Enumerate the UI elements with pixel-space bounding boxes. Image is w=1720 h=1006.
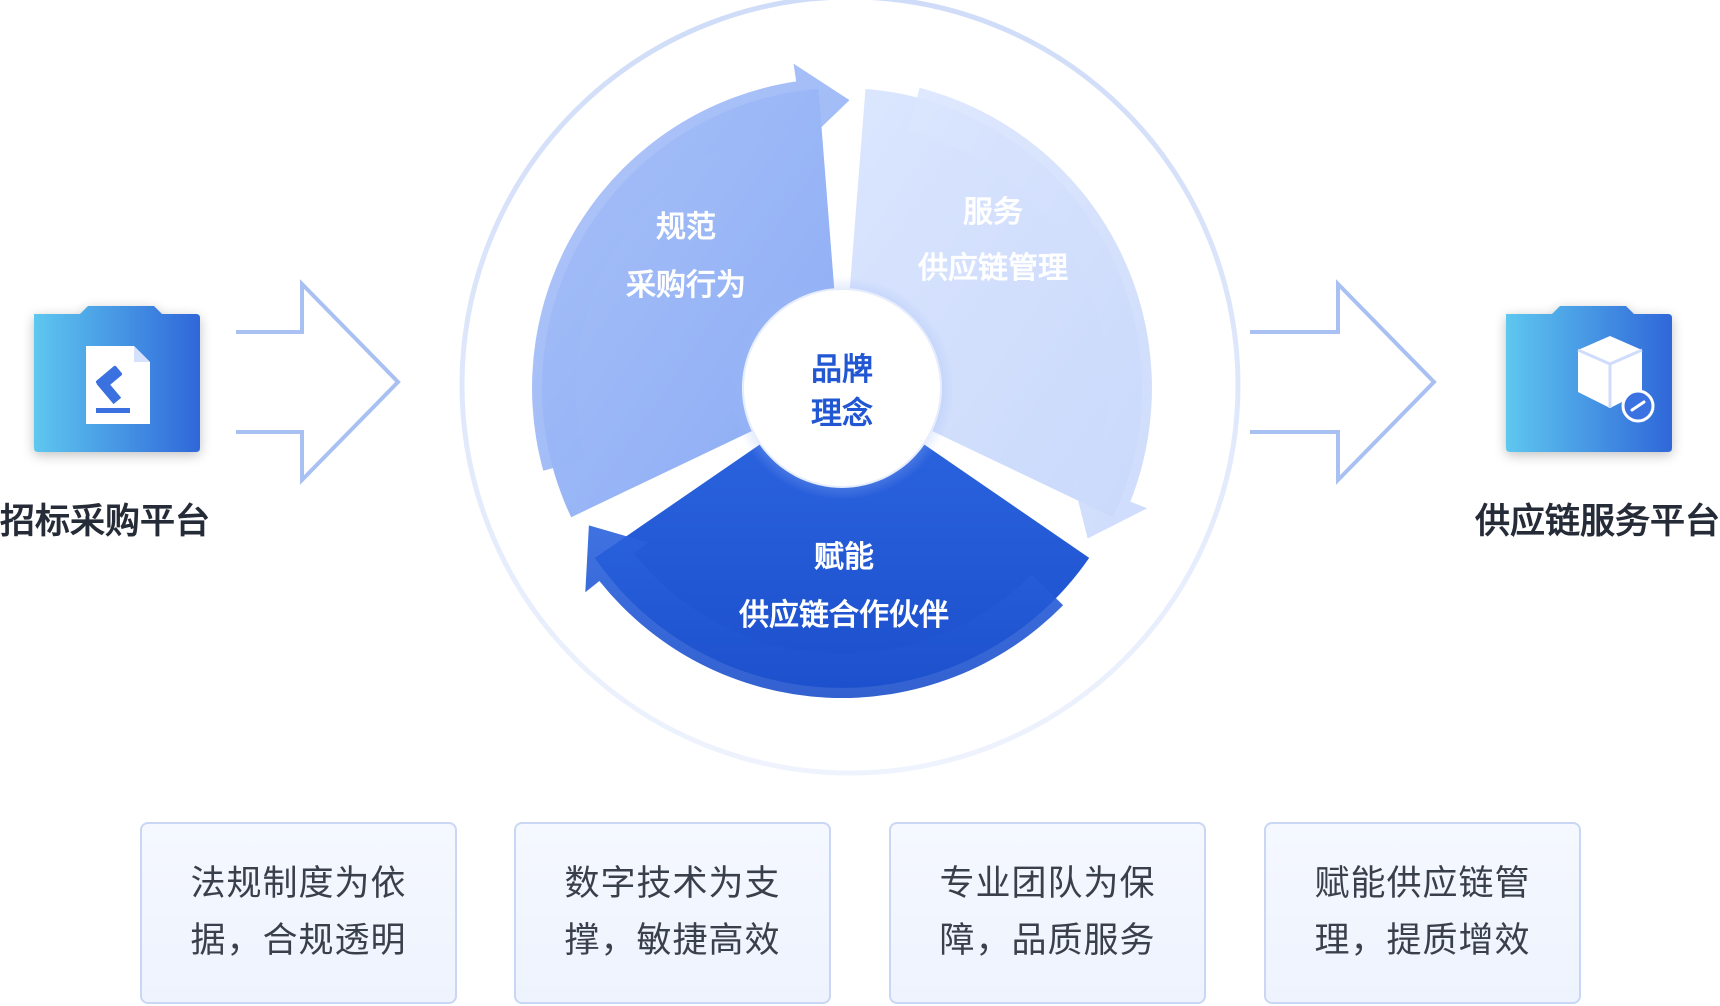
left-platform-label: 招标采购平台 <box>0 502 211 542</box>
center-line2: 理念 <box>811 396 873 432</box>
segment-bottom-line1: 赋能 <box>814 540 874 575</box>
segment-bottom-line2: 供应链合作伙伴 <box>738 598 949 633</box>
center-circle <box>744 290 940 486</box>
left-flow-arrow <box>236 279 401 485</box>
segment-top-left-line1: 规范 <box>656 210 716 245</box>
right-platform-label: 供应链服务平台 <box>1474 502 1720 542</box>
feature-3-line2: 障，品质服务 <box>939 921 1156 961</box>
segment-bottom-arrow <box>585 525 1064 699</box>
document-gavel-icon <box>34 306 200 452</box>
cycle-segments <box>532 63 1152 699</box>
feature-3-line1: 专业团队为保 <box>939 864 1156 904</box>
center-line1: 品牌 <box>811 352 873 388</box>
segment-top-right-line1: 服务 <box>963 195 1023 230</box>
outer-ring <box>459 0 1241 776</box>
segment-top-left-arrow <box>532 63 850 471</box>
segment-top-right-arrow <box>908 87 1152 539</box>
package-link-icon <box>1506 306 1672 452</box>
segment-top-left-line2: 采购行为 <box>626 268 746 303</box>
segment-top-right-line2: 供应链管理 <box>917 251 1068 286</box>
feature-box-4: 赋能供应链管 理，提质增效 <box>1264 822 1581 1004</box>
feature-2-line2: 撑，敏捷高效 <box>564 921 781 961</box>
feature-4-line1: 赋能供应链管 <box>1314 864 1531 904</box>
feature-4-line2: 理，提质增效 <box>1314 921 1531 961</box>
feature-box-1: 法规制度为依 据，合规透明 <box>140 822 457 1004</box>
feature-box-2: 数字技术为支 撑，敏捷高效 <box>514 822 831 1004</box>
right-flow-arrow <box>1250 279 1437 485</box>
feature-1-line2: 据，合规透明 <box>190 921 407 961</box>
feature-box-3: 专业团队为保 障，品质服务 <box>889 822 1206 1004</box>
feature-1-line1: 法规制度为依 <box>190 864 407 904</box>
feature-2-line1: 数字技术为支 <box>564 864 781 904</box>
